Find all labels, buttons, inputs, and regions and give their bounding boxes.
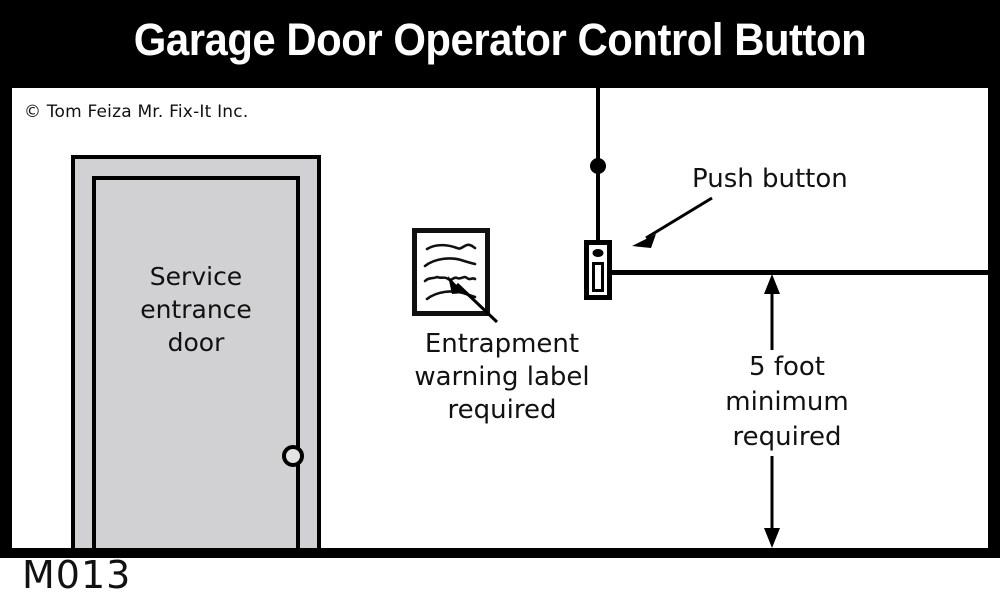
entrapment-warning-label-sign xyxy=(412,228,490,316)
service-entrance-door: Service entrance door xyxy=(71,155,321,548)
door-knob-icon xyxy=(282,445,304,467)
drawing-frame: © Tom Feiza Mr. Fix-It Inc. Service entr… xyxy=(0,76,1000,558)
ceiling-reference-line xyxy=(612,270,988,275)
entrapment-caption-line-1: Entrapment xyxy=(424,329,580,359)
push-button-leader-arrow-icon xyxy=(632,196,713,248)
dimension-caption: 5 foot minimum required xyxy=(702,350,872,455)
warning-label-text-lines-icon xyxy=(423,243,477,301)
title-bar: Garage Door Operator Control Button xyxy=(0,0,1000,80)
push-button-caption: Push button xyxy=(692,164,848,194)
entrapment-caption-line-3: required xyxy=(447,395,557,425)
dimension-caption-line-2: minimum xyxy=(725,387,849,417)
drawing-panel: © Tom Feiza Mr. Fix-It Inc. Service entr… xyxy=(12,88,988,548)
door-label-line-1: Service xyxy=(149,262,243,291)
page-title: Garage Door Operator Control Button xyxy=(133,14,867,65)
entrapment-caption-line-2: warning label xyxy=(414,362,590,392)
door-label-line-2: entrance xyxy=(140,295,252,324)
wire-junction-dot-icon xyxy=(590,158,606,174)
copyright-notice: © Tom Feiza Mr. Fix-It Inc. xyxy=(24,102,249,122)
dimension-caption-line-3: required xyxy=(732,422,842,452)
push-button-device[interactable] xyxy=(584,240,612,300)
figure-code: M013 xyxy=(22,553,132,597)
entrapment-warning-caption: Entrapment warning label required xyxy=(402,328,602,427)
door-panel: Service entrance door xyxy=(92,176,304,548)
push-button-indicator-icon xyxy=(592,249,604,257)
dimension-caption-line-1: 5 foot xyxy=(749,352,825,382)
door-label: Service entrance door xyxy=(96,260,296,359)
door-label-line-3: door xyxy=(167,328,225,357)
push-button-actuator-icon[interactable] xyxy=(592,262,604,292)
